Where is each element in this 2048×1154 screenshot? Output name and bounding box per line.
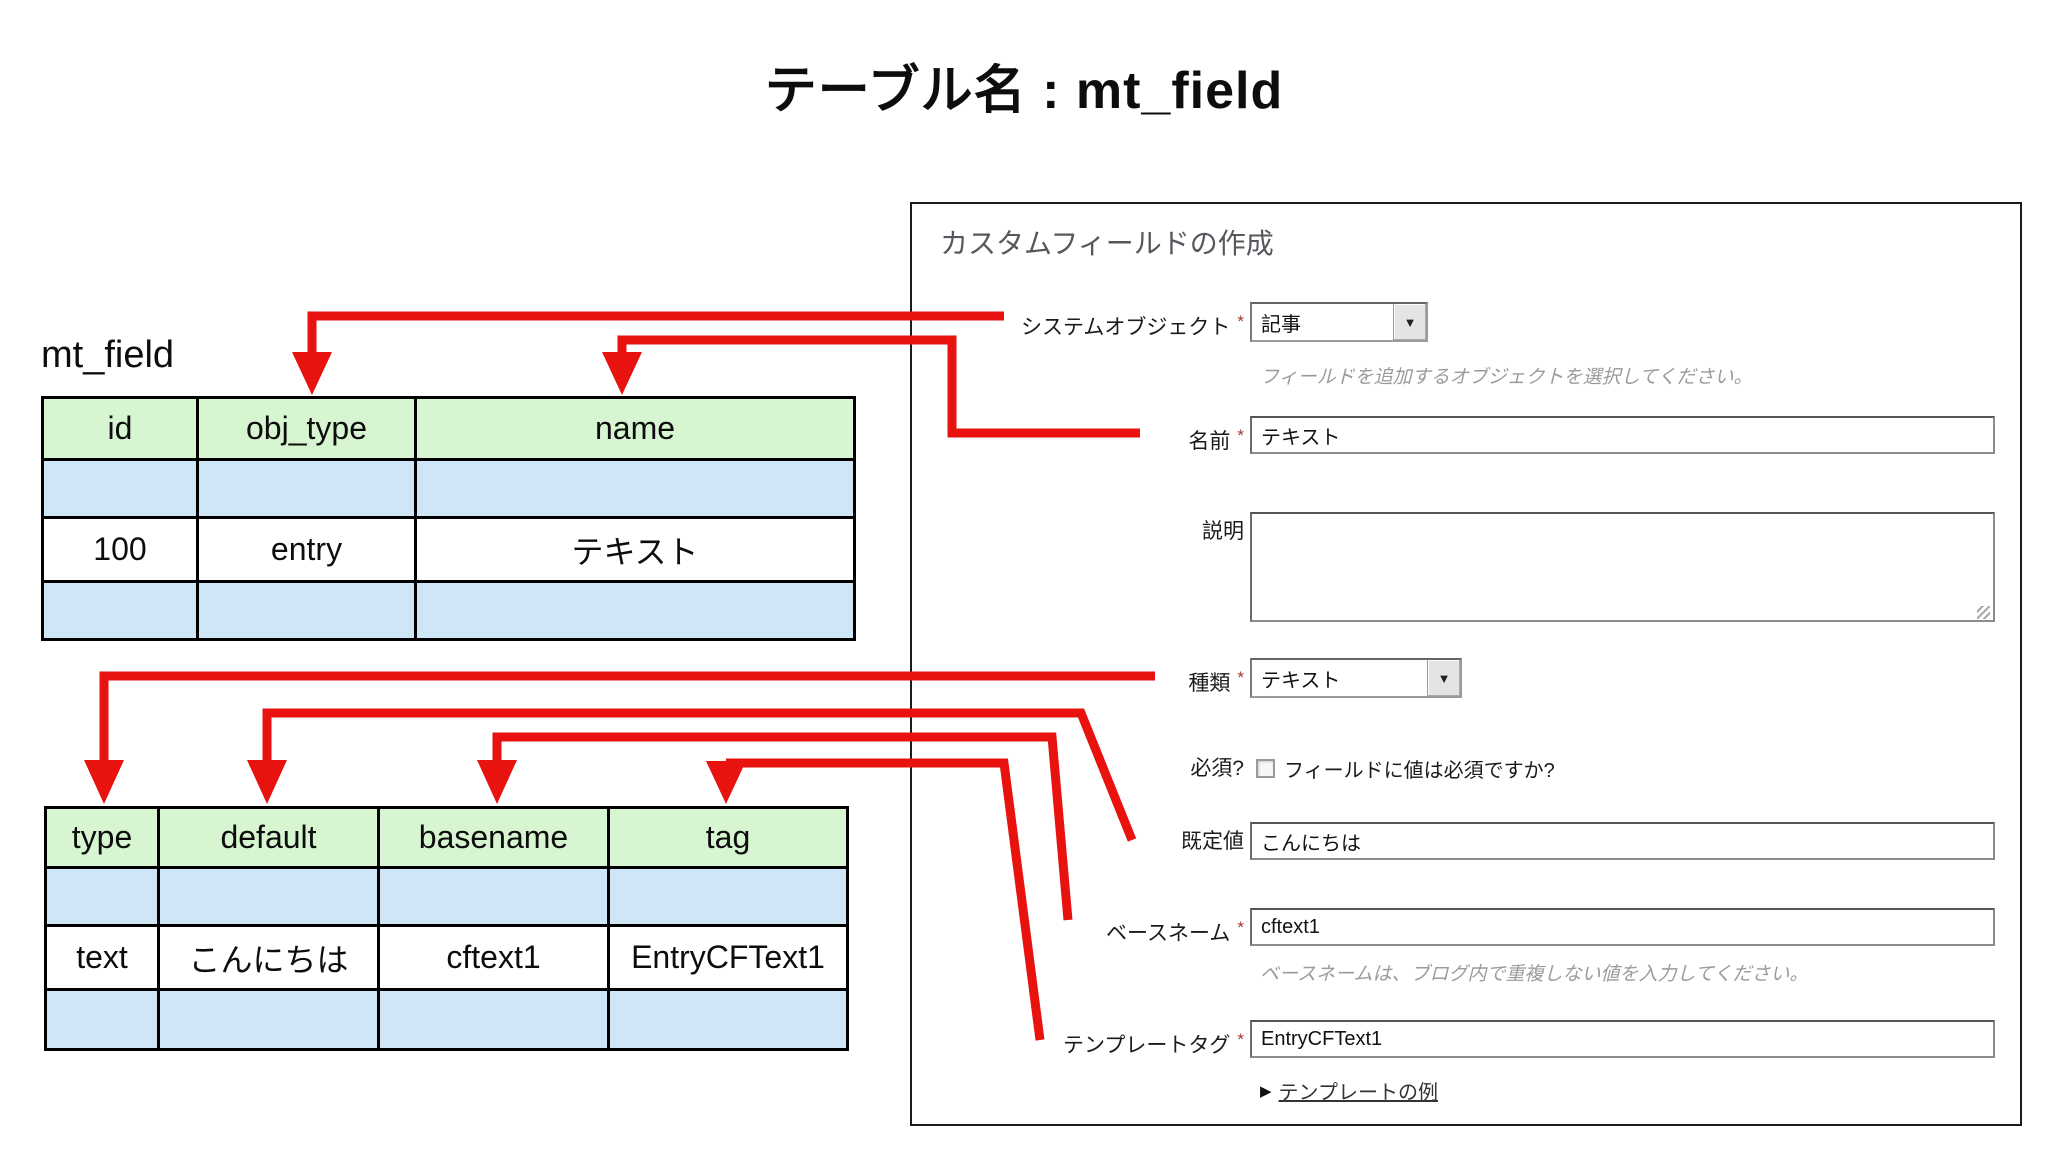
table-row (44, 866, 849, 927)
table-cell (414, 458, 856, 519)
required-row: 必須? フィールドに値は必須ですか? (922, 754, 1555, 783)
table-cell: entry (196, 516, 417, 583)
table-cell: こんにちは (157, 924, 380, 991)
system-object-row: システムオブジェクト * 記事 ▼ (922, 302, 1428, 348)
kind-select[interactable]: テキスト ▼ (1250, 658, 1462, 698)
header-cell-default: default (157, 806, 380, 869)
table-header-row: type default basename tag (44, 806, 849, 869)
required-asterisk: * (1237, 918, 1244, 937)
required-asterisk: * (1237, 312, 1244, 331)
mt-field-table-label: mt_field (41, 334, 175, 376)
template-tag-input[interactable] (1250, 1020, 1995, 1058)
system-object-note: フィールドを追加するオブジェクトを選択してください。 (1260, 367, 1753, 388)
required-checkbox[interactable] (1256, 759, 1275, 778)
kind-row: 種類 * テキスト ▼ (922, 658, 1462, 704)
system-object-select[interactable]: 記事 ▼ (1250, 302, 1428, 342)
description-row: 説明 (922, 512, 1995, 627)
table-cell (44, 866, 160, 927)
table-row (44, 988, 849, 1051)
table-header-row: id obj_type name (41, 396, 856, 461)
disclosure-triangle-icon: ▶ (1260, 1082, 1272, 1100)
table-cell (377, 988, 610, 1051)
basename-row: ベースネーム * (922, 908, 1995, 954)
table-row: text こんにちは cftext1 EntryCFText1 (44, 924, 849, 991)
arrow-system-object-to-objtype-column (292, 311, 1004, 395)
dropdown-arrow-icon[interactable]: ▼ (1427, 660, 1460, 696)
table-cell: 100 (41, 516, 199, 583)
required-asterisk: * (1237, 1030, 1244, 1049)
table-cell: テキスト (414, 516, 856, 583)
table-cell (157, 988, 380, 1051)
template-example-link[interactable]: テンプレートの例 (1278, 1082, 1438, 1104)
table-row (41, 458, 856, 519)
header-cell-basename: basename (377, 806, 610, 869)
table-cell (41, 458, 199, 519)
table-cell (607, 866, 849, 927)
field-columns-table: type default basename tag text こんにちは cft… (44, 806, 849, 1051)
table-cell (41, 580, 199, 641)
table-cell (157, 866, 380, 927)
table-cell: cftext1 (377, 924, 610, 991)
form-title: カスタムフィールドの作成 (940, 228, 1274, 259)
table-cell: EntryCFText1 (607, 924, 849, 991)
dropdown-arrow-icon[interactable]: ▼ (1393, 304, 1426, 340)
custom-field-form-panel: カスタムフィールドの作成 システムオブジェクト * 記事 ▼ フィールドを追加する… (910, 202, 2022, 1126)
name-label: 名前 (1188, 430, 1231, 453)
required-label: 必須? (1190, 756, 1244, 780)
header-cell-tag: tag (607, 806, 849, 869)
default-value-row: 既定値 (922, 822, 1995, 862)
header-cell-type: type (44, 806, 160, 869)
required-checkbox-label: フィールドに値は必須ですか? (1284, 760, 1555, 782)
page-title: テーブル名 : mt_field (764, 62, 1284, 120)
table-cell (377, 866, 610, 927)
basename-label: ベースネーム (1106, 922, 1231, 945)
table-row (41, 580, 856, 641)
default-value-input[interactable] (1250, 822, 1995, 860)
mt-field-table: id obj_type name 100 entry テキスト (41, 396, 856, 641)
table-cell: text (44, 924, 160, 991)
required-asterisk: * (1237, 668, 1244, 687)
name-row: 名前 * (922, 416, 1995, 462)
required-asterisk: * (1237, 426, 1244, 445)
basename-note: ベースネームは、ブログ内で重複しない値を入力してください。 (1260, 964, 1809, 985)
header-cell-name: name (414, 396, 856, 461)
kind-select-value: テキスト (1261, 669, 1341, 692)
table-cell (414, 580, 856, 641)
table-cell (196, 580, 417, 641)
kind-label: 種類 (1188, 672, 1231, 695)
table-cell (44, 988, 160, 1051)
template-example-row: ▶ テンプレートの例 (1260, 1076, 1438, 1105)
system-object-select-value: 記事 (1261, 313, 1301, 336)
table-cell (607, 988, 849, 1051)
header-cell-obj-type: obj_type (196, 396, 417, 461)
description-label: 説明 (1202, 520, 1244, 543)
basename-input[interactable] (1250, 908, 1995, 946)
template-tag-label: テンプレートタグ (1063, 1034, 1231, 1057)
table-cell (196, 458, 417, 519)
system-object-label: システムオブジェクト (1021, 316, 1231, 339)
name-input[interactable] (1250, 416, 1995, 454)
template-tag-row: テンプレートタグ * (922, 1020, 1995, 1066)
header-cell-id: id (41, 396, 199, 461)
resize-grip-icon[interactable] (1977, 606, 1990, 619)
description-textarea[interactable] (1250, 512, 1995, 622)
table-row: 100 entry テキスト (41, 516, 856, 583)
default-value-label: 既定値 (1181, 830, 1244, 853)
